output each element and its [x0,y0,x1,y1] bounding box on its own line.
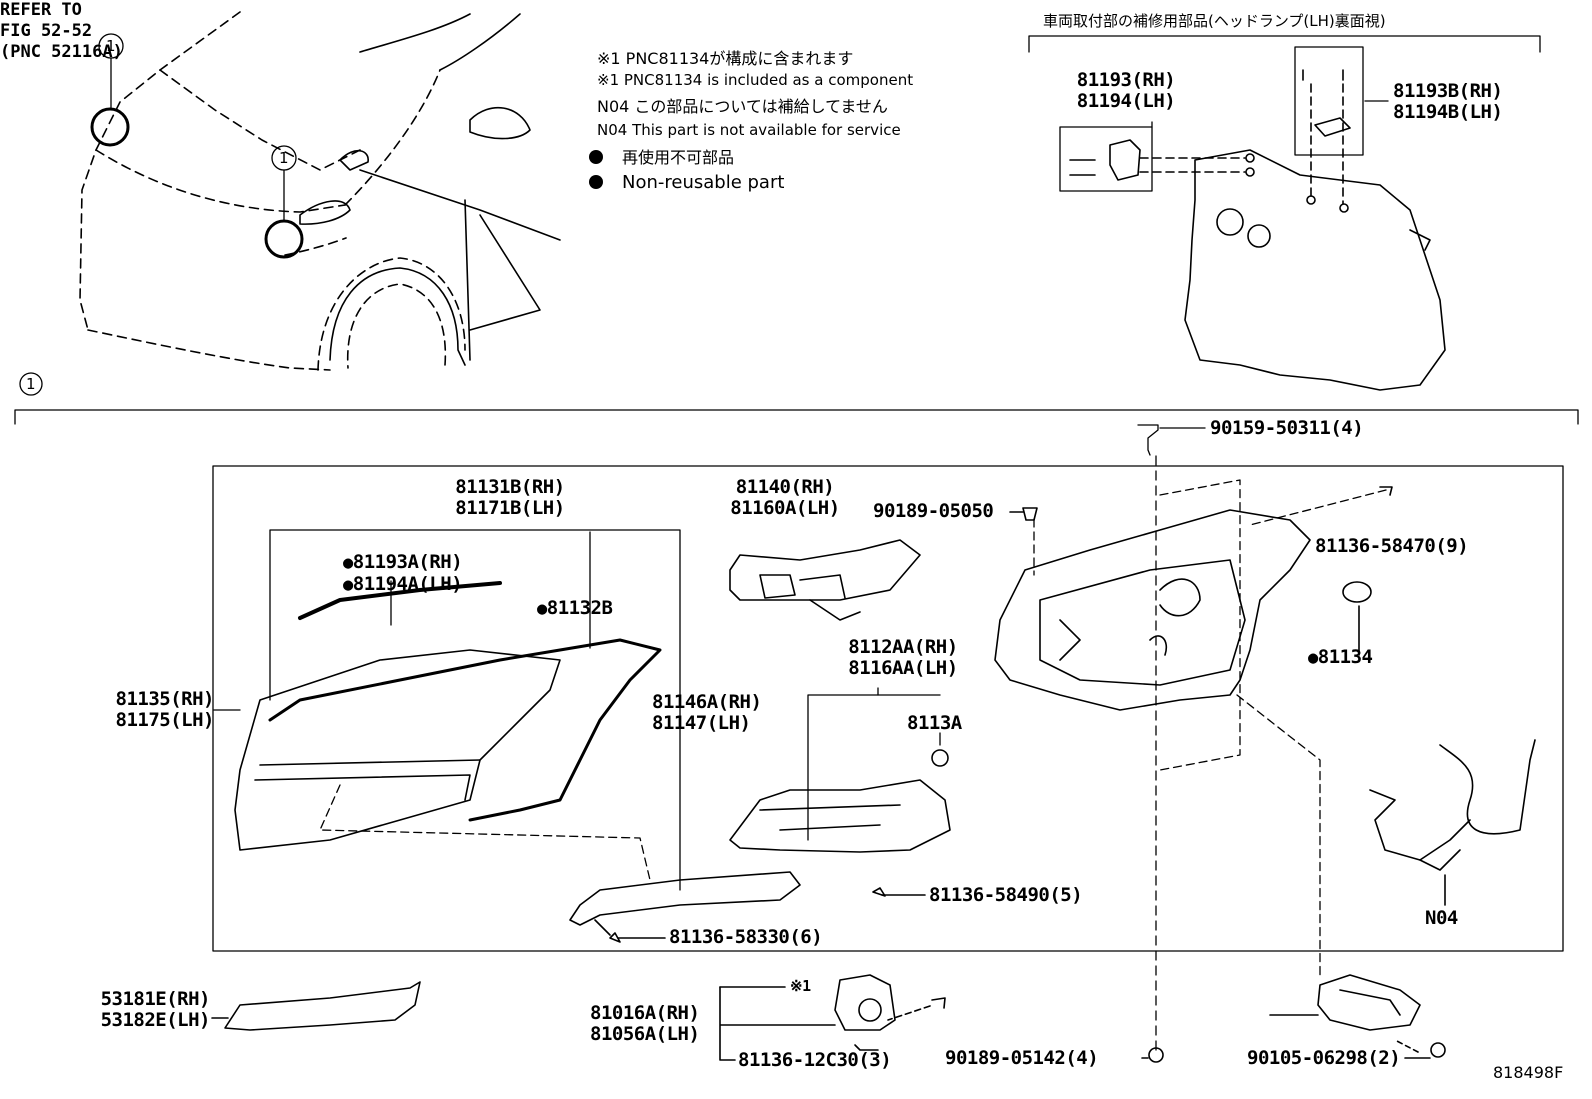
part-81193a-rh-label: 81193A(RH) [352,551,463,573]
dashed-links [319,479,1387,976]
part-81194a-lh: ●81194A(LH) [343,573,463,596]
side-reflector [211,981,421,1031]
part-81134-label: 81134 [1317,646,1373,668]
vehicle-solid-lines [299,13,561,366]
part-53181e: 53181E(RH) 53182E(LH) [70,988,211,1031]
part-53182e-lh: 53182E(LH) [100,1009,211,1031]
mark-note-1: ※1 [790,977,811,995]
part-81194a-lh-label: 81194A(LH) [352,573,463,595]
part-81140: 81140(RH) 81160A(LH) [720,477,850,519]
part-81136-58330: 81136-58330(6) [669,926,823,948]
bezel [729,539,921,621]
callout-number-1c: 1 [26,375,36,393]
nonreuse-bullet: ● [343,553,353,573]
part-81016a: 81016A(RH) 81056A(LH) [590,1002,700,1045]
part-81132b-label: 81132B [546,597,613,619]
part-81016a-rh: 81016A(RH) [590,1002,700,1024]
part-81193b-rh: 81193B(RH) [1393,80,1503,102]
refer-line-1: REFER TO [0,0,82,20]
part-81193a: ●81193A(RH) ●81194A(LH) [343,551,463,596]
callout-leaders [19,33,297,396]
refer-line-3: (PNC 52116A) [0,42,123,62]
outer-lens [234,581,561,851]
part-81194b-lh: 81194B(LH) [1393,101,1503,123]
catalog-number: 818498F [1493,1063,1564,1082]
part-81193a-rh: ●81193A(RH) [343,551,463,574]
part-81135-rh: 81135(RH) [115,688,215,710]
note-bullets [589,150,603,189]
lamp-location-markers [90,107,304,259]
part-90189-05050: 90189-05050 [873,500,994,522]
part-8116aa-lh: 8116AA(LH) [848,657,958,679]
part-81193-rh: 81193(RH) [1076,69,1176,91]
wire-harness [1369,739,1536,906]
nonreuse-bullet: ● [343,575,353,595]
bracket-lower [1141,974,1446,1063]
lens-gasket [268,638,662,822]
part-81056a-lh: 81056A(LH) [590,1023,700,1045]
part-81146a-rh: 81146A(RH) [652,691,762,713]
note-component-jp: ※1 PNC81134が構成に含まれます [597,49,854,68]
part-81136-12c30: 81136-12C30(3) [738,1049,892,1071]
part-53181e-rh: 53181E(RH) [100,988,211,1010]
note-n04-en: N04 This part is not available for servi… [597,121,901,139]
inner-reflector [729,749,951,853]
headlamp-housing [994,509,1311,711]
part-81171b-lh: 81171B(LH) [455,497,565,519]
inset-headlamp-rear [1069,69,1446,391]
note-nonreuse-en: Non-reusable part [622,172,785,193]
inset-title: 車両取付部の補修用部品(ヘッドランプ(LH)裏面視) [1043,12,1386,30]
lens-group-leaders [213,529,941,891]
assembly-bracket [14,409,1579,1051]
part-81131b: 81131B(RH) 81171B(LH) [445,477,575,519]
part-81140-rh: 81140(RH) [735,476,835,498]
part-n04: N04 [1425,907,1458,929]
part-81131b-rh: 81131B(RH) [455,476,565,498]
part-81194-lh: 81194(LH) [1076,90,1176,112]
part-81147-lh: 81147(LH) [652,712,751,734]
callout-number-1a: 1 [106,37,116,55]
part-90159: 90159-50311(4) [1210,417,1364,439]
note-nonreuse-jp: 再使用不可部品 [622,148,735,167]
part-8112aa: 8112AA(RH) 8116AA(LH) [838,637,968,679]
part-81160a-lh: 81160A(LH) [730,497,840,519]
part-8113a: 8113A [907,712,962,734]
part-81193b: 81193B(RH) 81194B(LH) [1393,80,1503,123]
part-81132b: ●81132B [537,597,613,620]
vehicle-front-sketch [79,11,466,371]
note-component-en: ※1 PNC81134 is included as a component [597,71,914,89]
bracket-bar [569,871,801,936]
part-81175-lh: 81175(LH) [115,709,215,731]
inset-frame [1028,35,1541,192]
part-81146a: 81146A(RH) 81147(LH) [652,691,762,734]
part-81193: 81193(RH) 81194(LH) [1068,70,1184,112]
note-n04-jp: N04 この部品については補給してません [597,97,888,116]
nonreuse-bullet: ● [1308,648,1318,668]
part-81136-58470: 81136-58470(9) [1315,535,1469,557]
nonreuse-bullet: ● [537,599,547,619]
refer-to-fig: REFER TO FIG 52-52 (PNC 52116A) [0,0,1592,63]
part-81134: ●81134 [1308,646,1373,669]
part-90189-05142: 90189-05142(4) [945,1047,1099,1069]
part-90105: 90105-06298(2) [1247,1047,1401,1069]
part-81135: 81135(RH) 81175(LH) [96,688,215,731]
refer-line-2: FIG 52-52 [0,21,93,41]
fasteners [609,486,1393,943]
part-8112aa-rh: 8112AA(RH) [848,636,958,658]
part-81136-58490: 81136-58490(5) [929,884,1083,906]
leveling-actuator [719,974,946,1061]
callout-number-1b: 1 [279,149,289,167]
